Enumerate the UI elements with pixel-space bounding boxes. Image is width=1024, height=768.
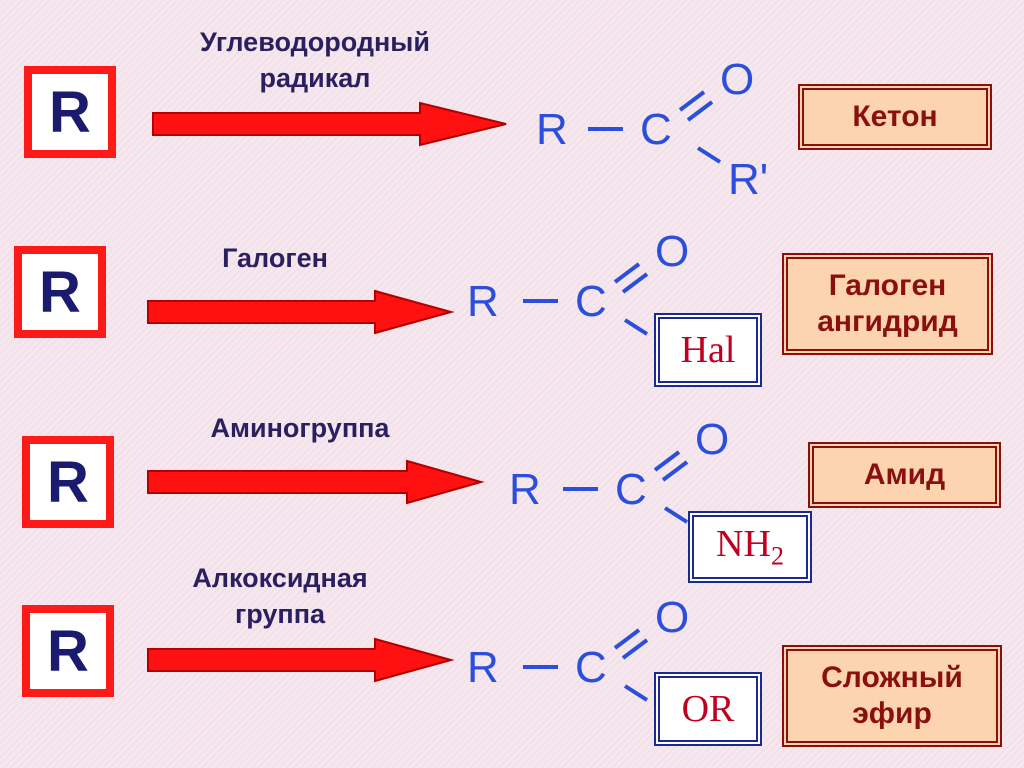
substituent-or: OR: [656, 674, 760, 744]
r-box-4: R: [22, 605, 114, 697]
formula-r-prime: R': [728, 155, 769, 204]
result-acyl-halide: Галоген ангидрид: [786, 257, 989, 351]
formula-c: C: [640, 105, 672, 154]
formula-c: C: [575, 277, 607, 326]
substituent-text: NH2: [716, 523, 784, 571]
group-label-line-1: Галоген: [222, 243, 328, 273]
formula-c: C: [575, 643, 607, 692]
formula-acyl-halide: R C O: [465, 228, 765, 368]
result-amide: Амид: [812, 446, 997, 504]
arrow-3: [147, 459, 485, 505]
arrow-2: [147, 289, 455, 335]
result-ketone: Кетон: [802, 88, 988, 146]
formula-o: O: [720, 55, 755, 104]
arrow-1: [152, 101, 507, 147]
group-label-line-2: группа: [234, 599, 326, 629]
r-box-1: R: [24, 66, 116, 158]
formula-amide: R C O: [505, 416, 805, 556]
group-label-hydrocarbon: Углеводородный радикал: [150, 24, 480, 96]
substituent-index: 2: [770, 541, 784, 571]
formula-o: O: [695, 415, 730, 464]
result-label-line-1: Сложный: [821, 661, 963, 694]
result-label-line-1: Галоген: [828, 269, 947, 302]
result-label: Амид: [863, 458, 946, 491]
formula-ketone: R C O R': [530, 55, 830, 202]
formula-r: R: [467, 643, 499, 692]
r-box-3: R: [22, 436, 114, 528]
group-label-line-1: Алкоксидная: [192, 563, 368, 593]
group-label-line-2: радикал: [259, 63, 371, 93]
formula-r: R: [536, 105, 568, 154]
substituent-nh2: NH2: [690, 513, 810, 581]
substituent-text: Hal: [680, 329, 736, 371]
result-label: Кетон: [852, 100, 938, 133]
formula-ester: R C O: [465, 594, 765, 734]
arrow-4: [147, 637, 455, 683]
group-label-alkoxy: Алкоксидная группа: [150, 560, 410, 632]
group-label-line-1: Аминогруппа: [210, 413, 390, 443]
group-label-amino: Аминогруппа: [150, 410, 450, 446]
formula-o: O: [655, 593, 690, 642]
group-label-halogen: Галоген: [150, 240, 400, 276]
formula-c: C: [615, 465, 647, 514]
r-box-2: R: [14, 246, 106, 338]
group-label-line-1: Углеводородный: [200, 27, 430, 57]
result-label-line-2: эфир: [852, 697, 932, 730]
formula-r: R: [509, 465, 541, 514]
result-ester: Сложный эфир: [786, 649, 998, 743]
result-label-line-2: ангидрид: [817, 305, 958, 338]
substituent-text: OR: [681, 688, 735, 730]
substituent-hal: Hal: [656, 315, 760, 385]
formula-r: R: [467, 277, 499, 326]
formula-o: O: [655, 227, 690, 276]
